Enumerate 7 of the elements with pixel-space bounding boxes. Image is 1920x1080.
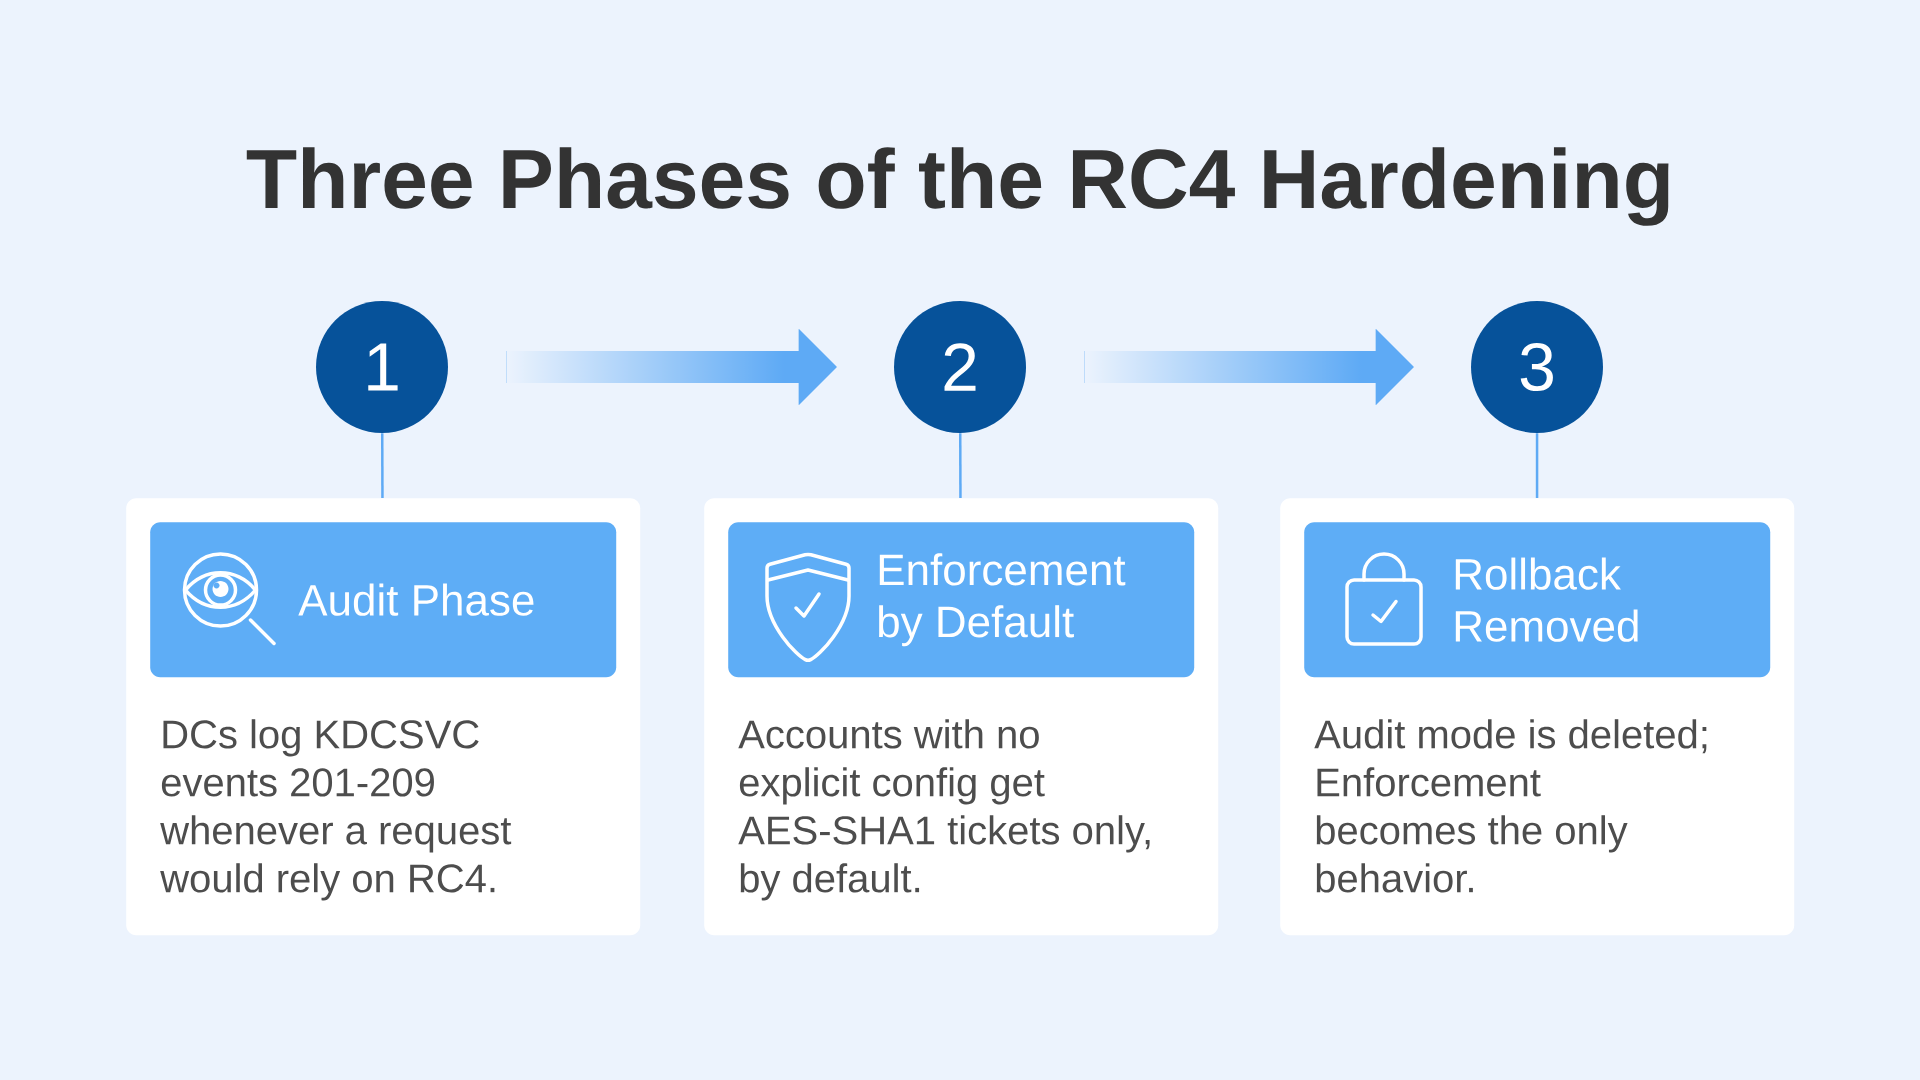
connector-line — [959, 433, 962, 498]
header-band: Enforcement by Default — [728, 522, 1195, 678]
title: Three Phases of the RC4 Hardening — [246, 147, 1669, 226]
connector-line — [381, 433, 384, 498]
connector-line — [1535, 433, 1539, 498]
header-band: Rollback Removed — [1304, 522, 1771, 678]
header-band: Audit Phase — [150, 522, 617, 678]
